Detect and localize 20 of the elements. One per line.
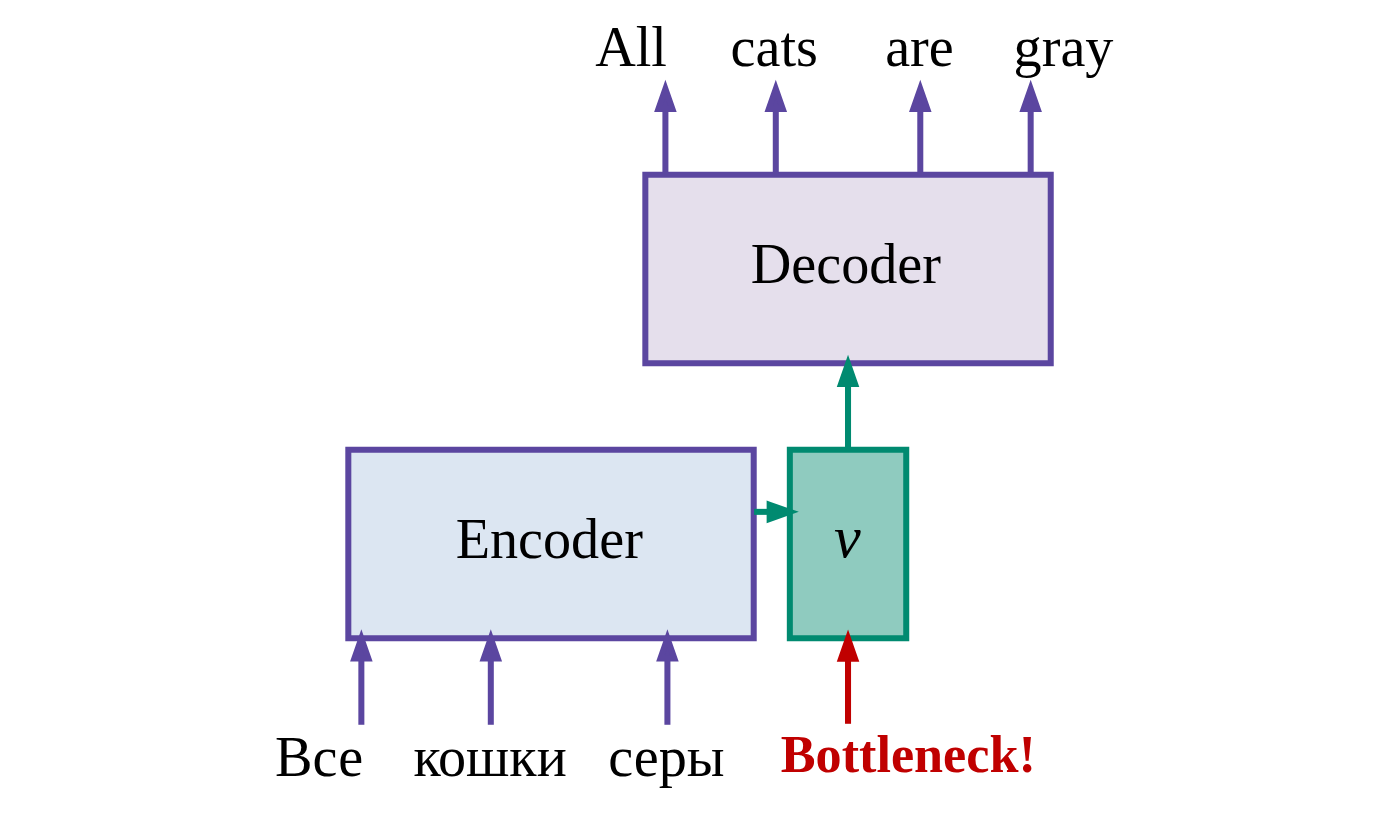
arrow xyxy=(349,629,373,725)
node-text: Все xyxy=(274,725,363,788)
node-text: gray xyxy=(1013,16,1113,79)
arrow xyxy=(908,79,932,175)
node-text: cats xyxy=(730,16,818,79)
node-text: Bottleneck! xyxy=(780,726,1036,784)
arrow xyxy=(764,79,787,175)
arrow xyxy=(836,629,859,724)
arrow xyxy=(653,79,677,175)
node-box: Decoder xyxy=(641,171,1054,367)
node-text: кошки xyxy=(413,725,567,788)
node-text: All xyxy=(594,16,667,79)
node-box: Encoder xyxy=(344,446,757,642)
node-box: v xyxy=(786,446,909,642)
arrow xyxy=(655,629,679,725)
arrow xyxy=(1018,79,1042,175)
arrow xyxy=(836,354,859,450)
node-text: are xyxy=(884,16,954,79)
node-text: серы xyxy=(607,725,725,788)
arrow xyxy=(479,629,502,725)
